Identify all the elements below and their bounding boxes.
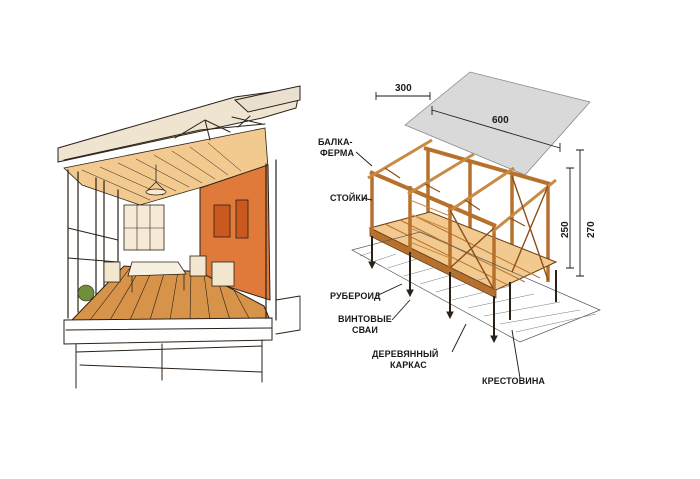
roof-trusses (367, 138, 557, 234)
left-posts (67, 169, 119, 319)
front-posts (370, 172, 496, 292)
back-window-mullions (123, 204, 165, 251)
right-wall-edge (265, 159, 277, 321)
wall-frame-1 (213, 204, 231, 238)
truss-webs (384, 167, 526, 227)
floor-joists (384, 215, 541, 287)
ground-plane (351, 231, 601, 343)
label-wooden-frame-line2: КАРКАС (390, 360, 427, 370)
dim-250: 250 (560, 221, 571, 238)
label-beam-truss-line2: ФЕРМА (320, 148, 354, 158)
leader-posts (361, 197, 373, 201)
leader-screw-piles (391, 299, 411, 321)
label-cross-brace: КРЕСТОВИНА (482, 376, 545, 386)
left-rail (67, 227, 119, 263)
deck-base (63, 317, 273, 345)
label-posts: СТОЙКИ (330, 192, 368, 203)
lamp-shade (145, 188, 167, 196)
chair-mid (189, 255, 207, 277)
side-fence (275, 295, 301, 335)
floor-boards (89, 267, 251, 321)
label-wooden-frame-line1: ДЕРЕВЯННЫЙ (372, 348, 438, 359)
dim-270: 270 (586, 221, 597, 238)
front-sill (369, 227, 497, 299)
label-screw-piles-line1: ВИНТОВЫЕ (338, 314, 392, 324)
cross-braces (449, 175, 549, 291)
leader-roofing-felt (375, 283, 403, 297)
dim-line-300 (375, 92, 431, 100)
roof-plane (404, 71, 591, 176)
chair-left (103, 261, 121, 283)
side-boards (409, 199, 451, 259)
dim-line-600 (431, 106, 561, 152)
potted-plant (77, 284, 95, 302)
back-window (123, 204, 165, 251)
label-roofing-felt: РУБЕРОИД (330, 291, 381, 301)
leader-wooden-frame (451, 323, 467, 353)
screw-piles (371, 236, 557, 336)
table (127, 261, 187, 277)
pile-tips (368, 261, 498, 344)
label-screw-piles-line2: СВАИ (352, 325, 378, 335)
roof-truss (63, 115, 266, 161)
table-legs (131, 273, 185, 293)
leader-cross-brace (511, 329, 521, 379)
veranda-interior-illustration (57, 85, 301, 389)
dim-600: 600 (492, 115, 509, 126)
deck-frame (65, 327, 273, 389)
roof-top-plane (57, 87, 301, 163)
frame-structure-diagram: 300 600 250 270 БАЛКА- ФЕР (318, 71, 601, 386)
top-plate-back (423, 146, 551, 186)
top-plate-front (369, 170, 497, 228)
chair-right (211, 261, 235, 287)
ceiling-boards (81, 142, 242, 201)
dim-300: 300 (395, 83, 412, 94)
wall-frame-2 (235, 199, 249, 239)
ground-hatch (359, 251, 597, 333)
leader-beam-truss (355, 151, 373, 167)
roof-gable (233, 85, 301, 113)
dim-line-height (566, 149, 584, 277)
label-beam-truss-line1: БАЛКА- (318, 137, 353, 147)
